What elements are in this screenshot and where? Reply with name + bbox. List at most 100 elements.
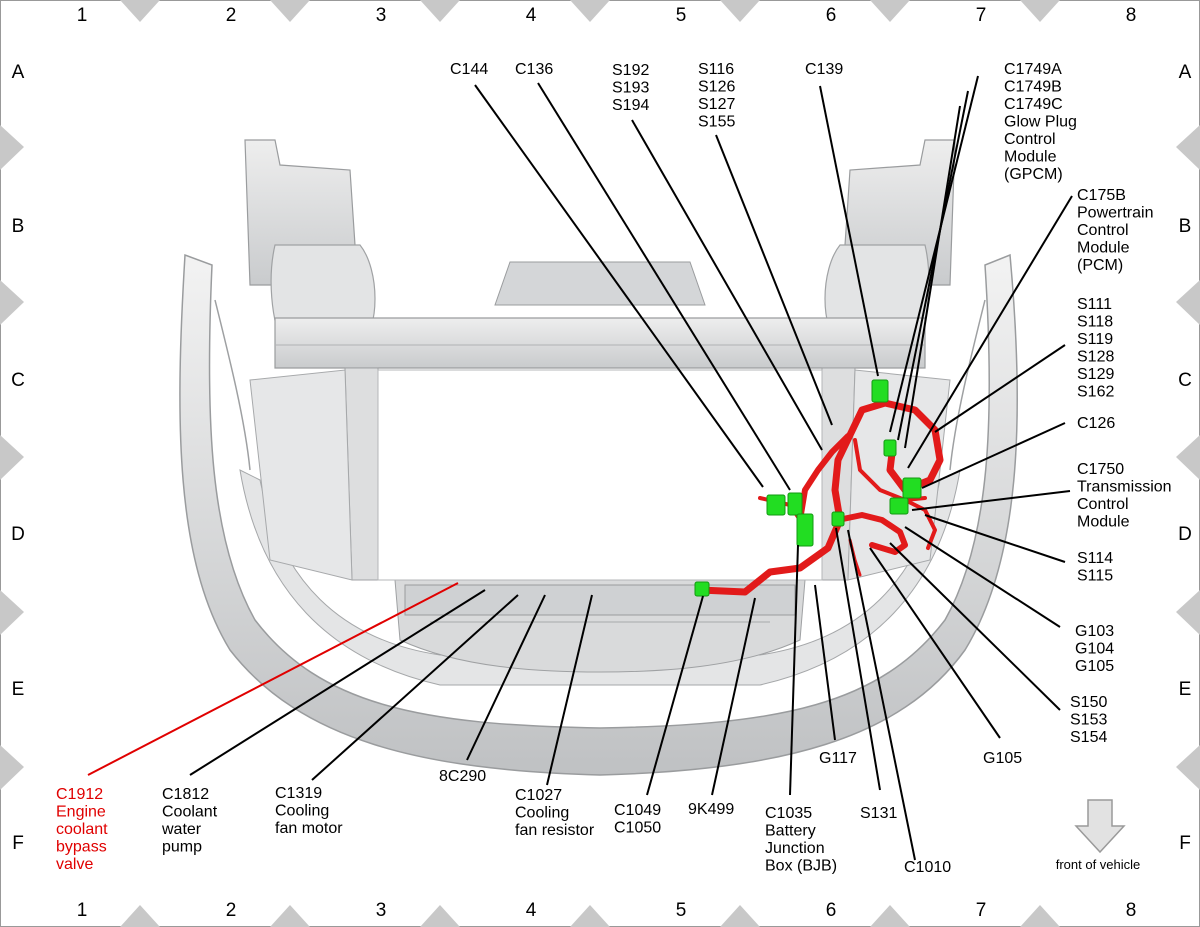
callout-line: C1035 — [765, 805, 812, 822]
callout-line: C175B — [1077, 187, 1126, 204]
callout-line: Control — [1077, 496, 1129, 513]
grid-column-label: 3 — [376, 900, 387, 921]
grid-row-label: C — [1178, 370, 1192, 391]
callout-g117: G117 — [819, 750, 857, 767]
callout-line: S118 — [1077, 314, 1113, 331]
callout-line: fan motor — [275, 820, 343, 837]
callout-line: fan resistor — [515, 822, 595, 839]
callout-line: bypass — [56, 839, 107, 856]
grid-row-label: F — [1179, 833, 1191, 854]
grid-column-label: 2 — [226, 5, 237, 26]
callout-line: S192 — [612, 62, 649, 79]
callout-c136: C136 — [515, 61, 553, 78]
callout-line: Box (BJB) — [765, 858, 837, 875]
callout-line: Control — [1077, 222, 1129, 239]
grid-column-label: 3 — [376, 5, 387, 26]
callout-line: C1912 — [56, 786, 103, 803]
grid-column-label: 5 — [676, 5, 687, 26]
callout-line: Cooling — [275, 803, 329, 820]
callout-8c290: 8C290 — [439, 768, 486, 785]
callout-line: S128 — [1077, 349, 1114, 366]
front-of-vehicle-indicator: front of vehicle — [1056, 799, 1140, 872]
callout-line: Engine — [56, 804, 106, 821]
grid-row-label: B — [1179, 216, 1192, 237]
callout-line: C1050 — [614, 820, 661, 837]
callout-line: S193 — [612, 80, 649, 97]
callout-c1010: C1010 — [904, 859, 951, 876]
callout-line: C139 — [805, 61, 843, 78]
callout-line: Coolant — [162, 804, 218, 821]
callout-c144: C144 — [450, 61, 488, 78]
callout-c126: C126 — [1077, 415, 1115, 432]
callout-line: C1749A — [1004, 61, 1062, 78]
callout-line: C1027 — [515, 787, 562, 804]
grid-column-label: 8 — [1126, 5, 1137, 26]
callout-c139: C139 — [805, 61, 843, 78]
grid-row-label: E — [12, 679, 25, 700]
callout-line: S153 — [1070, 712, 1107, 729]
callout-line: G105 — [1075, 658, 1114, 675]
callout-line: C1049 — [614, 802, 661, 819]
callout-line: C136 — [515, 61, 553, 78]
callout-line: Module — [1077, 240, 1130, 257]
grid-column-label: 1 — [77, 900, 88, 921]
callout-line: (GPCM) — [1004, 166, 1063, 183]
callout-line: Battery — [765, 823, 816, 840]
callout-line: C1812 — [162, 786, 209, 803]
callout-line: S131 — [860, 805, 897, 822]
callout-line: G103 — [1075, 623, 1114, 640]
grid-row-label: E — [1179, 679, 1192, 700]
callout-line: C1749B — [1004, 79, 1062, 96]
grid-row-label: D — [11, 524, 25, 545]
callout-line: G104 — [1075, 641, 1114, 658]
grid-column-label: 5 — [676, 900, 687, 921]
grid-row-label: F — [12, 833, 24, 854]
callout-line: S127 — [698, 96, 735, 113]
grid-row-label: C — [11, 370, 25, 391]
grid-column-label: 7 — [976, 5, 987, 26]
callout-line: water — [161, 821, 202, 838]
grid-column-label: 8 — [1126, 900, 1137, 921]
callout-line: S129 — [1077, 366, 1114, 383]
callout-line: (PCM) — [1077, 257, 1123, 274]
grid-row-label: D — [1178, 524, 1192, 545]
grid-column-label: 1 — [77, 5, 88, 26]
grid-row-label: A — [12, 62, 25, 83]
callout-line: C1010 — [904, 859, 951, 876]
callout-line: S155 — [698, 114, 735, 131]
callout-line: C1749C — [1004, 96, 1063, 113]
callout-line: S114 — [1077, 550, 1113, 567]
callout-s131: S131 — [860, 805, 897, 822]
callout-line: 9K499 — [688, 801, 734, 818]
callout-line: C1750 — [1077, 461, 1124, 478]
callout-line: C1319 — [275, 785, 322, 802]
callout-line: 8C290 — [439, 768, 486, 785]
callout-line: S162 — [1077, 384, 1114, 401]
callout-line: Module — [1004, 149, 1057, 166]
callout-line: valve — [56, 856, 93, 873]
grid-column-label: 4 — [526, 900, 537, 921]
callout-line: C144 — [450, 61, 488, 78]
callout-line: G105 — [983, 750, 1022, 767]
callout-line: S115 — [1077, 568, 1113, 585]
callout-line: S154 — [1070, 729, 1107, 746]
callout-line: Powertrain — [1077, 205, 1153, 222]
callout-line: Glow Plug — [1004, 114, 1077, 131]
callout-line: S116 — [698, 61, 734, 78]
